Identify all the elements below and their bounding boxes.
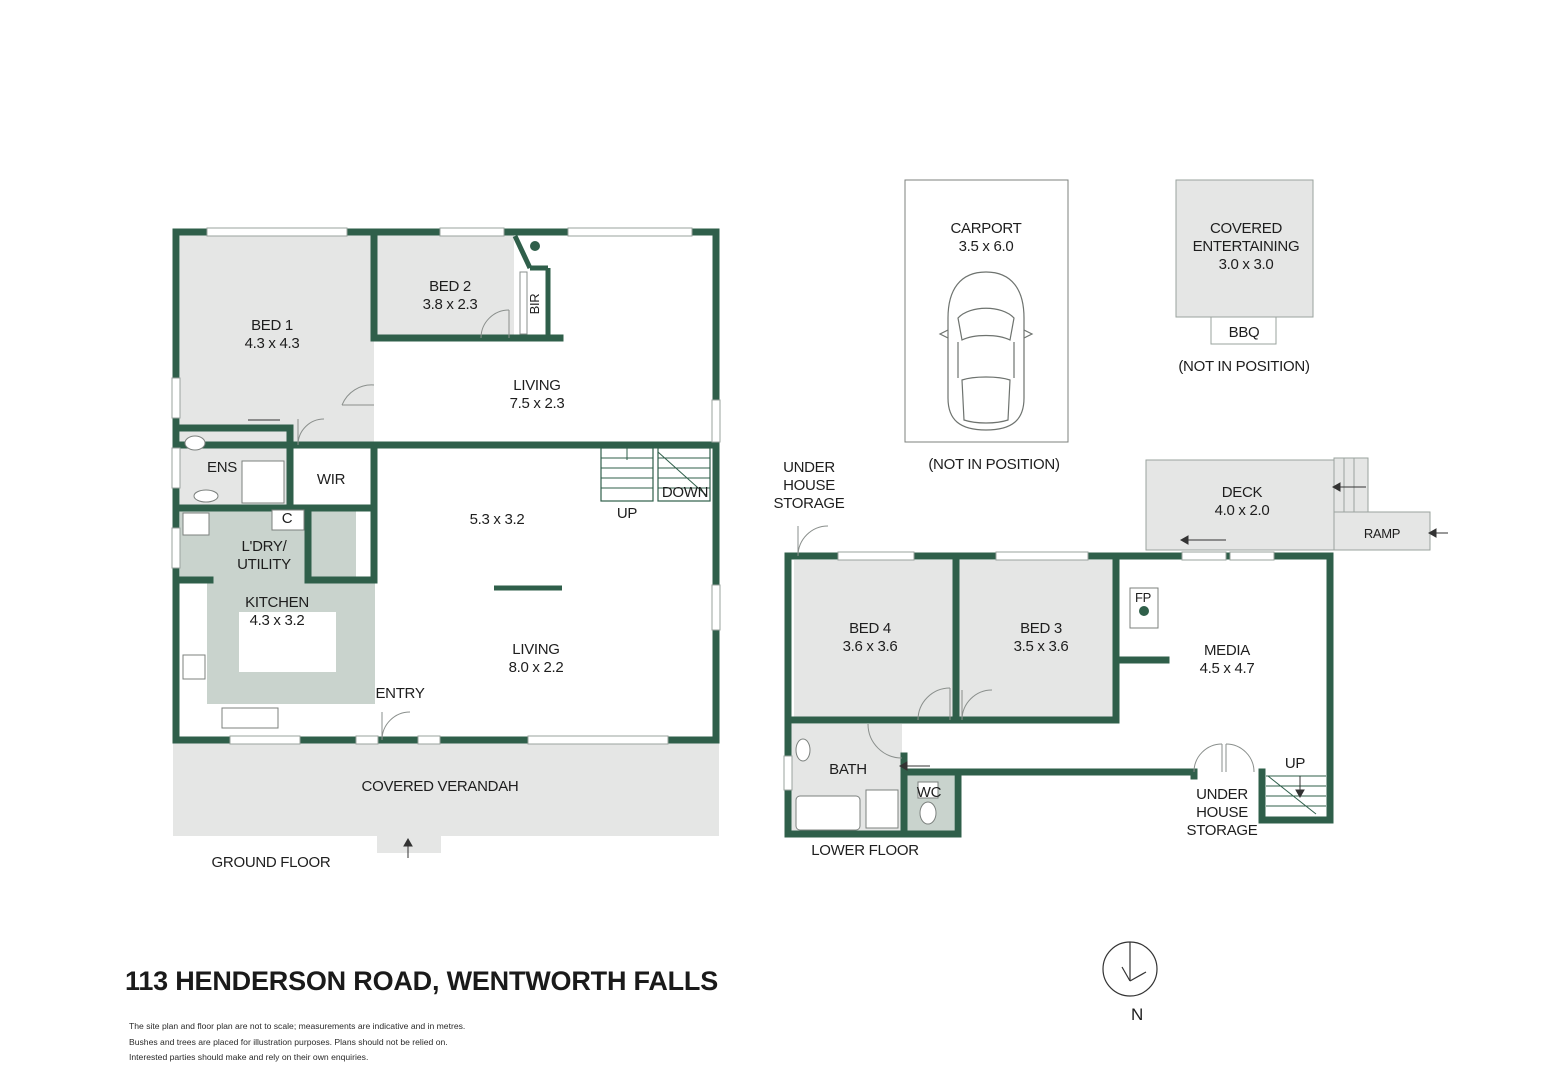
- deck-name: DECK: [1222, 484, 1263, 501]
- laundry-label-1: L'DRY/: [242, 538, 288, 555]
- uhs-top-1: UNDER: [783, 459, 835, 476]
- uhs-top-3: STORAGE: [774, 495, 845, 512]
- bed1-name: BED 1: [251, 317, 293, 334]
- ground-floor: BED 1 4.3 x 4.3 BED 2 3.8 x 2.3 BIR LIVI…: [171, 227, 721, 871]
- uhs-bottom-1: UNDER: [1196, 786, 1248, 803]
- north-compass: N: [1102, 941, 1158, 1024]
- laundry-label-2: UTILITY: [237, 556, 291, 573]
- carport-dims: 3.5 x 6.0: [959, 238, 1014, 255]
- carport-note: (NOT IN POSITION): [928, 456, 1060, 473]
- living-top-name: LIVING: [513, 377, 560, 394]
- bbq-label: BBQ: [1229, 324, 1260, 341]
- wir-label: WIR: [317, 471, 346, 488]
- entertaining-name-2: ENTERTAINING: [1193, 238, 1300, 255]
- bed2-name: BED 2: [429, 278, 471, 295]
- bed1-dims: 4.3 x 4.3: [245, 335, 300, 352]
- uhs-bottom-2: HOUSE: [1196, 804, 1248, 821]
- verandah-fill: [173, 740, 719, 836]
- deck-fill: [1145, 459, 1335, 551]
- disclaimer: The site plan and floor plan are not to …: [129, 1019, 465, 1066]
- lower-floor-caption: LOWER FLOOR: [811, 842, 919, 859]
- verandah-label: COVERED VERANDAH: [362, 778, 519, 795]
- ramp-fill: [1333, 511, 1431, 551]
- bed4-dims: 3.6 x 3.6: [843, 638, 898, 655]
- disclaimer-line-1: The site plan and floor plan are not to …: [129, 1021, 466, 1031]
- stairs-up-lower-label: UP: [1285, 755, 1306, 772]
- bed2-dims: 3.8 x 2.3: [423, 296, 478, 313]
- media-dims: 4.5 x 4.7: [1200, 660, 1255, 677]
- kitchen-name: KITCHEN: [245, 594, 309, 611]
- uhs-top-2: HOUSE: [783, 477, 835, 494]
- disclaimer-line-3: Interested parties should make and rely …: [129, 1052, 369, 1062]
- stairs-down-label: DOWN: [662, 484, 708, 501]
- entertaining-note: (NOT IN POSITION): [1178, 358, 1310, 375]
- living-top-dims: 7.5 x 2.3: [510, 395, 565, 412]
- bed3-dims: 3.5 x 3.6: [1014, 638, 1069, 655]
- bed1-fill: [180, 235, 374, 445]
- ground-floor-caption: GROUND FLOOR: [212, 854, 331, 871]
- bed3-fill: [958, 560, 1116, 718]
- compass-north-label: N: [1131, 1005, 1143, 1024]
- disclaimer-line-2: Bushes and trees are placed for illustra…: [129, 1036, 448, 1047]
- entertaining-dims: 3.0 x 3.0: [1219, 256, 1274, 273]
- ramp-label: RAMP: [1364, 526, 1400, 541]
- kitchen-island: [239, 612, 336, 672]
- entertaining-name-1: COVERED: [1210, 220, 1283, 237]
- deck-dims: 4.0 x 2.0: [1215, 502, 1270, 519]
- bed2-fixture-dot: [530, 241, 540, 251]
- living-bottom-dims: 8.0 x 2.2: [509, 659, 564, 676]
- bed3-name: BED 3: [1020, 620, 1062, 637]
- covered-entertaining: COVERED ENTERTAINING 3.0 x 3.0 BBQ (NOT …: [1175, 179, 1314, 375]
- ens-label: ENS: [207, 459, 237, 476]
- bir-label: BIR: [527, 294, 542, 315]
- carport: CARPORT 3.5 x 6.0 (NOT IN POSITION): [904, 179, 1069, 473]
- bath-label: BATH: [829, 761, 867, 778]
- center-room-dims: 5.3 x 3.2: [470, 511, 525, 528]
- stairs-up-label: UP: [617, 505, 638, 522]
- wc-label: WC: [917, 784, 942, 801]
- kitchen-dims: 4.3 x 3.2: [250, 612, 305, 629]
- fireplace-icon: [1139, 606, 1149, 616]
- bed2-fill: [374, 235, 514, 338]
- media-name: MEDIA: [1204, 642, 1250, 659]
- fp-label: FP: [1135, 590, 1151, 605]
- entry-label: ENTRY: [375, 685, 424, 702]
- cupboard-label: C: [282, 510, 293, 527]
- car-icon: [938, 271, 1034, 431]
- uhs-bottom-3: STORAGE: [1187, 822, 1258, 839]
- carport-name: CARPORT: [951, 220, 1022, 237]
- living-bottom-name: LIVING: [512, 641, 559, 658]
- bed4-fill: [794, 560, 954, 718]
- bed4-name: BED 4: [849, 620, 891, 637]
- property-title: 113 HENDERSON ROAD, WENTWORTH FALLS: [125, 966, 719, 996]
- lower-floor: UNDER HOUSE STORAGE DECK 4.0 x 2.0 RAMP …: [774, 457, 1448, 859]
